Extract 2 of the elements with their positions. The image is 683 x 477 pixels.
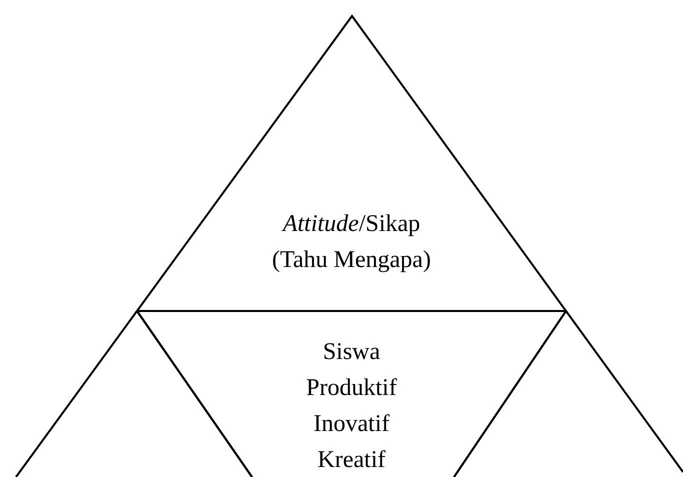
node-text: Siswa Produktif Inovatif Kreatif: [305, 338, 398, 475]
node-text: Attitude/Sikap (Tahu Mengapa): [271, 210, 432, 275]
